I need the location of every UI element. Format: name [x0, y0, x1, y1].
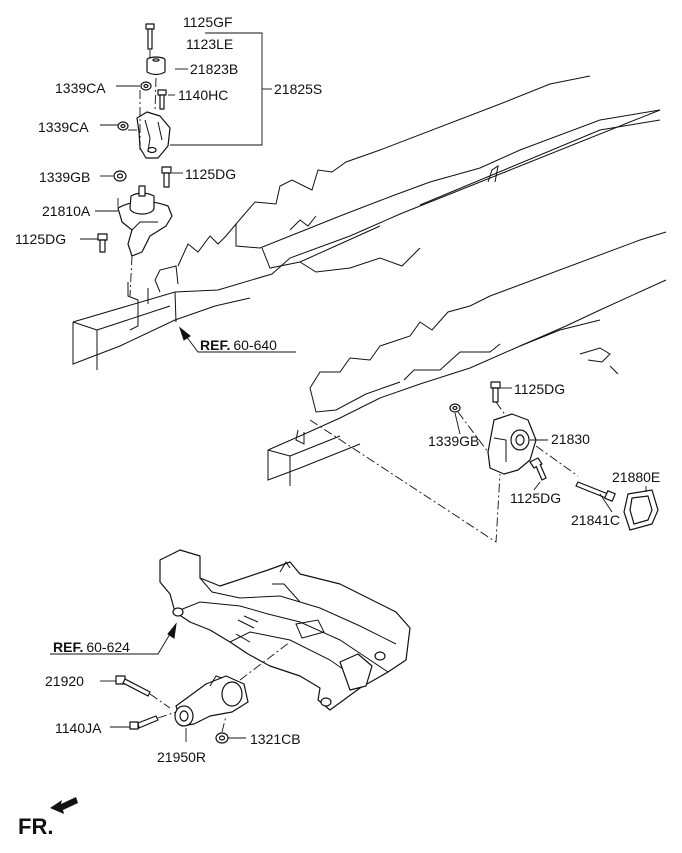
- label-1125dg-c: 1125DG: [514, 381, 565, 397]
- trans-mount-group: [309, 381, 659, 543]
- roll-rod-group: [100, 641, 291, 744]
- svg-text:REF.60-640: REF.60-640: [200, 337, 277, 353]
- label-21841c: 21841C: [571, 512, 620, 528]
- engine-mount-21810a-drawing: [117, 185, 173, 257]
- label-1321cb: 1321CB: [250, 731, 301, 747]
- ref-60-624-prefix: REF.: [53, 639, 83, 655]
- label-1125dg-a: 1125DG: [185, 166, 236, 182]
- label-1140ja: 1140JA: [55, 720, 102, 736]
- label-1339ca-a: 1339CA: [55, 80, 106, 96]
- label-21810a: 21810A: [42, 203, 91, 219]
- ref-60-640-code: 60-640: [233, 337, 277, 353]
- label-21830: 21830: [551, 431, 590, 447]
- washer-21880e-drawing: [623, 489, 659, 531]
- ref-60-624-code: 60-624: [86, 639, 130, 655]
- bolt-1125dg-b-drawing: [97, 233, 108, 253]
- bolt-21920-drawing: [115, 675, 151, 697]
- upper-mount-group: [80, 23, 272, 297]
- bolt-1125dg-a-drawing: [161, 166, 172, 188]
- label-21920: 21920: [45, 673, 84, 689]
- label-1140hc: 1140HC: [178, 87, 228, 103]
- nut-1339gb-b-drawing: [449, 403, 461, 413]
- bushing-21823b-drawing: [146, 56, 166, 76]
- nut-1339ca-b-drawing: [117, 121, 129, 131]
- label-21880e: 21880E: [612, 469, 660, 485]
- label-1125dg-b: 1125DG: [15, 231, 66, 247]
- ref-60-640-callout: REF.60-640: [178, 326, 296, 353]
- mount-21830-drawing: [487, 413, 537, 475]
- label-1339ca-b: 1339CA: [38, 119, 89, 135]
- label-1339gb-b: 1339GB: [428, 433, 479, 449]
- bolt-21841c-drawing: [575, 481, 616, 502]
- label-21825s: 21825S: [274, 81, 322, 97]
- ref-60-624-callout: REF.60-624: [50, 622, 177, 655]
- part-labels: 1125GF 1123LE 21823B 1339CA 1140HC 21825…: [15, 14, 660, 765]
- bolt-1125dg-c-drawing: [490, 381, 501, 403]
- front-arrow-icon: [50, 797, 78, 814]
- nut-1321cb-drawing: [215, 732, 229, 744]
- nut-1339ca-a-drawing: [140, 81, 152, 91]
- label-21950r: 21950R: [157, 749, 206, 765]
- label-1339gb-a: 1339GB: [39, 169, 90, 185]
- upper-frame-rail-drawing: [72, 75, 661, 370]
- label-1123le: 1123LE: [186, 36, 233, 52]
- front-direction-indicator: FR.: [18, 797, 78, 839]
- label-1125gf: 1125GF: [183, 14, 233, 30]
- bolt-1140hc-drawing: [157, 89, 167, 110]
- bolt-1125dg-d-drawing: [529, 457, 547, 481]
- roll-rod-21950r-drawing: [174, 675, 249, 727]
- bolt-1140ja-drawing: [129, 715, 159, 730]
- label-1125dg-d: 1125DG: [510, 490, 561, 506]
- subframe-drawing: [159, 549, 411, 711]
- front-label: FR.: [18, 814, 53, 839]
- ref-60-640-prefix: REF.: [200, 337, 230, 353]
- svg-text:REF.60-624: REF.60-624: [53, 639, 130, 655]
- mount-bracket-drawing: [136, 111, 171, 159]
- label-21823b: 21823B: [190, 61, 238, 77]
- nut-1339gb-a-drawing: [113, 170, 127, 182]
- bolt-1125gf-drawing: [145, 23, 155, 50]
